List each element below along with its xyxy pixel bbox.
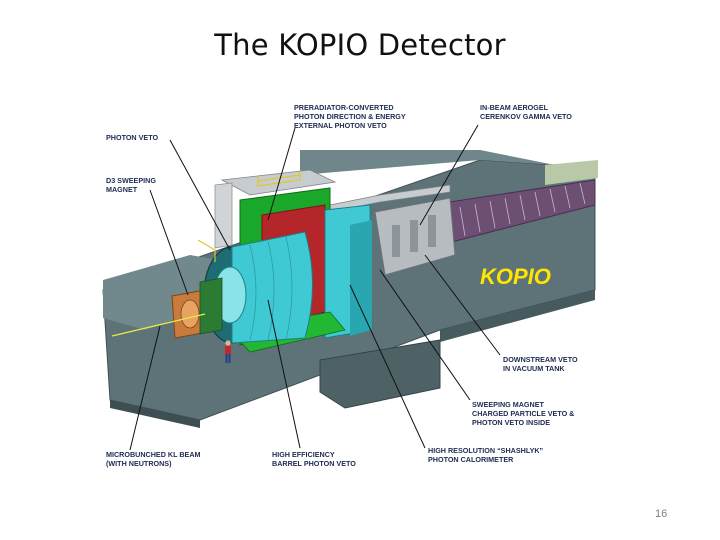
page-number: 16 bbox=[655, 508, 668, 520]
right-floor-step bbox=[440, 290, 595, 342]
back-wall bbox=[300, 150, 555, 175]
photon-veto-upstream bbox=[199, 277, 223, 335]
label-aerogel-veto: IN-BEAM AEROGEL CERENKOV GAMMA VETO bbox=[480, 103, 572, 121]
label-d3-sweeping-magnet: D3 SWEEPING MAGNET bbox=[106, 176, 156, 194]
label-kl-beam: MICROBUNCHED KL BEAM (WITH NEUTRONS) bbox=[106, 450, 201, 468]
pit-block bbox=[319, 339, 441, 409]
downstream-vacuum-section bbox=[329, 179, 596, 276]
label-barrel-photon-veto: HIGH EFFICIENCY BARREL PHOTON VETO bbox=[272, 450, 356, 468]
far-pad bbox=[545, 160, 598, 185]
label-sweeping-magnet: SWEEPING MAGNET CHARGED PARTICLE VETO & … bbox=[472, 400, 575, 427]
label-photon-veto: PHOTON VETO bbox=[106, 133, 159, 142]
calorimeter-side bbox=[350, 220, 372, 336]
label-shashlyk-calorimeter: HIGH RESOLUTION “SHASHLYK” PHOTON CALORI… bbox=[428, 446, 544, 464]
label-preradiator: PRERADIATOR-CONVERTED PHOTON DIRECTION &… bbox=[294, 103, 406, 130]
barrel-veto-body bbox=[231, 231, 313, 344]
slide-title: The KOPIO Detector bbox=[214, 28, 506, 62]
main-detector-block bbox=[111, 169, 373, 363]
left-floor-wing bbox=[103, 255, 230, 330]
label-downstream-veto: DOWNSTREAM VETO IN VACUUM TANK bbox=[503, 355, 578, 373]
person-figure bbox=[225, 340, 231, 363]
callout-lines bbox=[129, 124, 501, 451]
kopio-logo-text: KOPIO bbox=[480, 264, 551, 289]
left-gantry bbox=[214, 182, 233, 249]
floor-front-edge bbox=[110, 400, 200, 428]
kl-beam-pipe bbox=[111, 313, 206, 337]
